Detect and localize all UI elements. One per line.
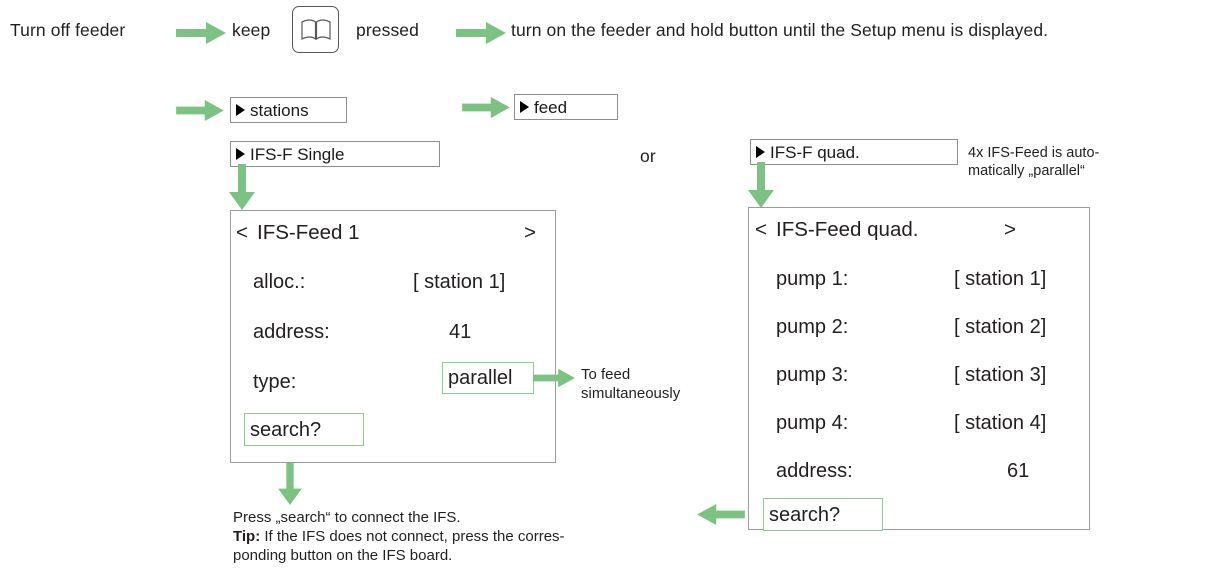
step-4-text: turn on the feeder and hold button until… (511, 20, 1049, 40)
arrow-down-left-panel (229, 164, 255, 210)
arrow-right-parallel-note (533, 368, 575, 388)
left-display-panel: < IFS-Feed 1 > alloc.: [ station 1] addr… (230, 210, 556, 463)
right-row-value-3[interactable]: [ station 4] (954, 412, 1047, 434)
right-panel-title: IFS-Feed quad. (776, 218, 919, 241)
footer-line-1: Press „search“ to connect the IFS. (233, 509, 461, 526)
right-row-label-3: pump 4: (776, 412, 849, 434)
step-3-text: pressed (356, 20, 419, 40)
footer-tip-text: If the IFS does not connect, press the c… (260, 528, 565, 545)
left-search-label: search? (250, 418, 322, 441)
left-row-label-0: alloc.: (253, 271, 306, 293)
right-panel-next-arrow[interactable]: > (1004, 218, 1016, 241)
triangle-right-icon (756, 146, 765, 158)
right-row-value-2[interactable]: [ station 3] (954, 364, 1047, 386)
step-1-text: Turn off feeder (10, 20, 126, 40)
triangle-right-icon (520, 101, 529, 113)
quad-note-line2: matically „parallel“ (968, 163, 1085, 179)
menu-chip-ifs-f-quad-label: IFS-F quad. (770, 142, 860, 162)
footer-line-2: Tip: If the IFS does not connect, press … (233, 528, 565, 546)
parallel-note-line2: simultaneously (581, 385, 681, 402)
menu-chip-ifs-f-single[interactable]: IFS-F Single (230, 141, 440, 167)
menu-chip-stations[interactable]: stations (230, 97, 347, 123)
left-row-value-0[interactable]: [ station 1] (413, 271, 506, 293)
arrow-right-1 (176, 22, 226, 44)
left-row-label-2: type: (253, 371, 297, 393)
parallel-note-line1: To feed (581, 366, 631, 383)
step-2-text: keep (232, 20, 271, 40)
left-panel-prev-arrow[interactable]: < (236, 221, 248, 244)
arrow-right-3 (176, 100, 224, 121)
menu-chip-ifs-f-single-label: IFS-F Single (250, 144, 345, 164)
arrow-right-4 (462, 97, 510, 118)
right-search-button[interactable]: search? (763, 498, 883, 531)
arrow-left-footer (697, 504, 745, 525)
left-row-value-2: parallel (448, 367, 513, 389)
footer-tip-label: Tip: (233, 528, 261, 545)
menu-chip-ifs-f-quad[interactable]: IFS-F quad. (750, 139, 958, 165)
arrow-right-2 (456, 22, 506, 44)
book-button-icon (292, 6, 339, 53)
footer-line-3: ponding button on the IFS board. (233, 547, 453, 564)
menu-chip-feed-label: feed (534, 97, 568, 117)
right-panel-prev-arrow[interactable]: < (755, 218, 767, 241)
left-panel-next-arrow[interactable]: > (524, 221, 536, 244)
right-row-label-2: pump 3: (776, 364, 849, 386)
left-row-value-2-parallel-box[interactable]: parallel (442, 362, 534, 394)
right-display-panel: < IFS-Feed quad. > pump 1: [ station 1] … (748, 207, 1090, 531)
left-row-label-1: address: (253, 321, 330, 343)
left-panel-title: IFS-Feed 1 (257, 221, 360, 244)
or-label: or (640, 146, 656, 166)
right-row-value-4[interactable]: 61 (1007, 460, 1030, 482)
arrow-down-footer (277, 463, 303, 505)
quad-note-line1: 4x IFS-Feed is auto- (968, 145, 1100, 161)
triangle-right-icon (236, 148, 245, 160)
triangle-right-icon (236, 104, 245, 116)
menu-chip-feed[interactable]: feed (514, 94, 618, 120)
right-row-label-4: address: (776, 460, 853, 482)
left-search-button[interactable]: search? (244, 413, 364, 446)
right-row-label-1: pump 2: (776, 316, 849, 338)
left-row-value-1[interactable]: 41 (449, 321, 472, 343)
right-row-value-1[interactable]: [ station 2] (954, 316, 1047, 338)
menu-chip-stations-label: stations (250, 100, 309, 120)
right-row-value-0[interactable]: [ station 1] (954, 268, 1047, 290)
right-search-label: search? (769, 503, 841, 526)
right-row-label-0: pump 1: (776, 268, 849, 290)
arrow-down-right-panel (748, 162, 774, 208)
